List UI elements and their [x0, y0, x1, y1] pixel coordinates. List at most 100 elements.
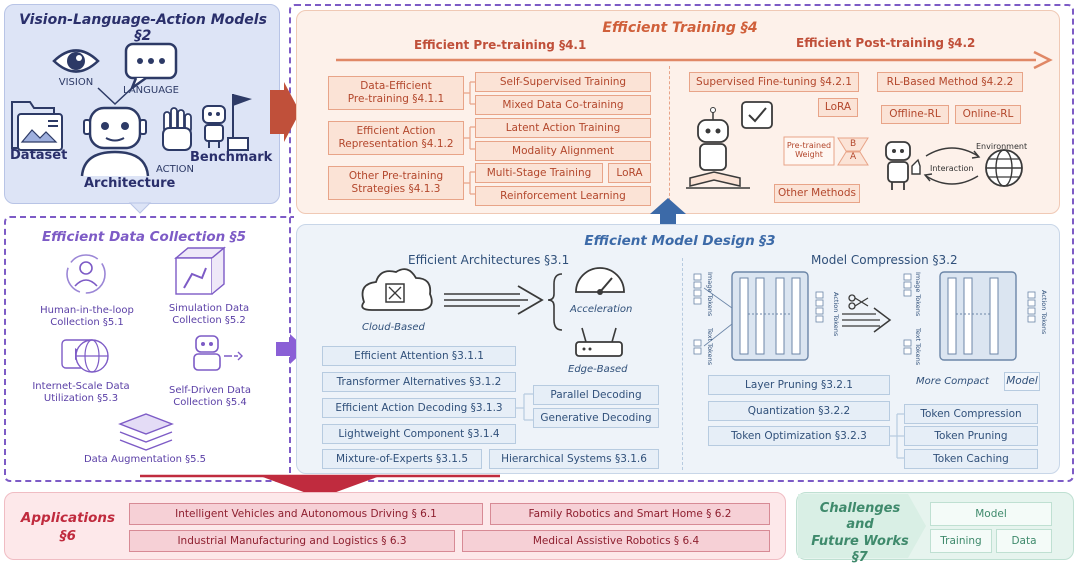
internet-scale-data: Internet-Scale Data Utilization §5.3 — [32, 381, 130, 404]
future-data: Data — [996, 529, 1052, 553]
other-pretraining: Other Pre-training Strategies §4.1.3 — [328, 166, 464, 200]
action-representation: Efficient Action Representation §4.1.2 — [328, 121, 464, 155]
self-driven-collection: Self-Driven Data Collection §5.4 — [169, 385, 251, 408]
app-family: Family Robotics and Smart Home § 6.2 — [490, 503, 770, 525]
design-to-training-arrow — [650, 198, 686, 232]
decoding-connector — [516, 393, 534, 421]
text-tokens-label-left: Text Tokens — [706, 328, 714, 366]
cloud-based-label: Cloud-Based — [362, 322, 425, 333]
design-divider — [682, 258, 683, 470]
data-augmentation: Data Augmentation §5.5 — [83, 454, 207, 465]
hand-action-icon — [162, 107, 192, 151]
training-divider — [669, 66, 670, 206]
human-loop-collection: Human-in-the-loop Collection §5.1 — [40, 305, 134, 328]
pretrained-weight-label: Pre-trained Weight — [786, 141, 832, 160]
architectures-illustration — [361, 267, 625, 357]
hierarchical-systems: Hierarchical Systems §3.1.6 — [489, 449, 659, 469]
supervised-finetuning: Supervised Fine-tuning §4.2.1 — [689, 72, 859, 92]
interaction-label: Interaction — [930, 164, 974, 173]
left-dashed-frame — [4, 216, 294, 482]
pretraining-header: Efficient Pre-training §4.1 — [414, 38, 587, 52]
mixture-of-experts: Mixture-of-Experts §3.1.5 — [322, 449, 482, 469]
more-compact-label: More Compact — [916, 376, 989, 387]
architecture-label: Architecture — [84, 176, 176, 191]
future-training: Training — [930, 529, 992, 553]
training-timeline-arrow — [336, 50, 1053, 70]
token-optimization: Token Optimization §3.2.3 — [708, 426, 890, 446]
future-title: Challenges and Future Works §7 — [811, 501, 909, 565]
edge-based-label: Edge-Based — [568, 364, 628, 375]
robot-architecture-icon — [80, 87, 150, 177]
parallel-decoding: Parallel Decoding — [533, 385, 659, 405]
future-arrow-shape — [798, 494, 926, 558]
language-label: LANGUAGE — [123, 85, 179, 96]
post-training-illustration — [686, 101, 1023, 190]
efficient-action-decoding: Efficient Action Decoding §3.1.3 — [322, 398, 516, 418]
data-augmentation-layers-icon — [118, 413, 174, 451]
lora-b-label: B — [850, 139, 857, 149]
architectures-header: Efficient Architectures §3.1 — [408, 253, 570, 267]
future-model: Model — [930, 502, 1052, 526]
offline-rl: Offline-RL — [881, 105, 949, 124]
app-medical: Medical Assistive Robotics § 6.4 — [462, 530, 770, 552]
vla-title: Vision-Language-Action Models §2 — [19, 12, 267, 44]
robot-thumbs-up-icon — [885, 141, 921, 190]
self-supervised-training: Self-Supervised Training — [475, 72, 651, 92]
compression-illustration — [693, 271, 1036, 361]
lora-pretraining: LoRA — [608, 163, 651, 183]
speech-bubble-icon — [124, 42, 178, 92]
posttraining-header: Efficient Post-training §4.2 — [796, 36, 976, 50]
scissors-icon — [848, 294, 869, 310]
image-tokens-label-left: Image Tokens — [706, 272, 714, 317]
environment-label: Environment — [976, 142, 1028, 151]
acceleration-label: Acceleration — [570, 304, 633, 315]
reinforcement-learning: Reinforcement Learning — [475, 186, 651, 206]
collection-to-design-arrow — [276, 334, 306, 364]
eye-icon — [52, 49, 100, 73]
quantization: Quantization §3.2.2 — [708, 401, 890, 421]
data-collection-title: Efficient Data Collection §5 — [41, 229, 247, 245]
compression-header: Model Compression §3.2 — [811, 253, 958, 267]
router-edge-icon — [575, 327, 623, 357]
efficient-attention: Efficient Attention §3.1.1 — [322, 346, 516, 366]
globe-environment-icon — [985, 149, 1023, 187]
multi-stage-training: Multi-Stage Training — [475, 163, 603, 183]
action-tokens-label-left: Action Tokens — [832, 292, 840, 337]
lora-a-label: A — [850, 152, 857, 162]
model-design-title: Efficient Model Design §3 — [584, 233, 776, 249]
cloud-to-edge-arrow — [444, 285, 544, 315]
text-tokens-label-right: Text Tokens — [914, 328, 922, 366]
lora-posttraining: LoRA — [818, 98, 858, 117]
rl-based-method: RL-Based Method §4.2.2 — [877, 72, 1023, 92]
mixed-data-cotraining: Mixed Data Co-training — [475, 95, 651, 115]
token-pruning: Token Pruning — [904, 426, 1038, 446]
lightweight-component: Lightweight Component §3.1.4 — [322, 424, 516, 444]
app-vehicles: Intelligent Vehicles and Autonomous Driv… — [129, 503, 483, 525]
pretraining-connectors — [464, 81, 476, 195]
vla-illustration — [11, 42, 252, 177]
right-dashed-frame — [289, 4, 1074, 482]
action-label: ACTION — [155, 164, 195, 175]
image-tokens-label-right: Image Tokens — [914, 272, 922, 317]
applications-title: Applications §6 — [20, 510, 116, 544]
transformer-alternatives: Transformer Alternatives §3.1.2 — [322, 372, 516, 392]
dataset-label: Dataset — [10, 148, 68, 163]
design-to-applications-arrow — [140, 474, 500, 498]
simulation-cube-icon — [174, 246, 226, 295]
online-rl: Online-RL — [955, 105, 1021, 124]
dataset-folder-icon — [11, 101, 63, 151]
latent-action-training: Latent Action Training — [475, 118, 651, 138]
data-efficient-pretraining: Data-Efficient Pre-training §4.1.1 — [328, 76, 464, 110]
benchmark-robot-icon — [202, 94, 252, 151]
vision-label: VISION — [58, 77, 94, 88]
internet-video-icon — [61, 339, 109, 373]
app-industrial: Industrial Manufacturing and Logistics §… — [129, 530, 455, 552]
robot-reading-icon — [686, 107, 750, 189]
other-methods: Other Methods — [774, 184, 860, 203]
action-tokens-label-right: Action Tokens — [1040, 290, 1048, 335]
training-title: Efficient Training §4 — [602, 20, 758, 36]
vla-pointer — [128, 202, 152, 214]
vla-to-training-arrow — [270, 82, 300, 142]
speedometer-icon — [575, 267, 625, 295]
simulation-data-collection: Simulation Data Collection §5.2 — [168, 303, 250, 326]
